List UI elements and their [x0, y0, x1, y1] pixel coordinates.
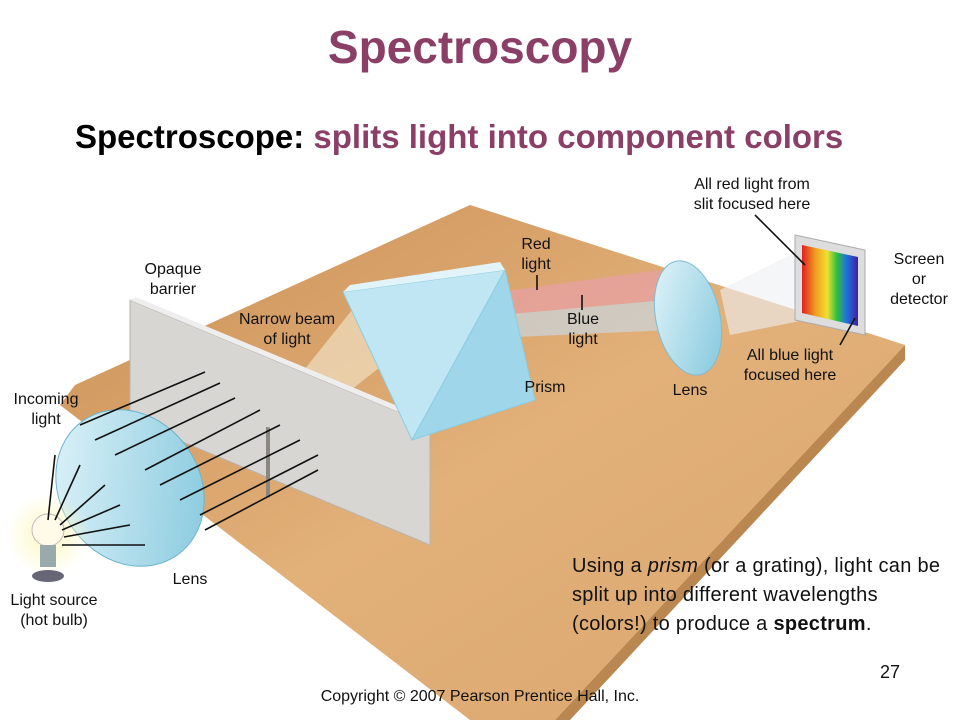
label-lens-right: Lens [672, 382, 708, 399]
label-opaque-barrier: Opaque barrier [145, 260, 202, 300]
explanation-paragraph: Using a prism (or a grating), light can … [572, 552, 952, 639]
subtitle: Spectroscope: splits light into componen… [75, 114, 875, 159]
text: (or a grating), light can be split up in… [572, 555, 941, 635]
slide-title: Spectroscopy [327, 21, 633, 73]
label-line: Narrow beam [238, 311, 336, 328]
copyright: Copyright © 2007 Pearson Prentice Hall, … [320, 688, 640, 705]
subtitle-definition: splits light into component colors [313, 118, 844, 155]
ray-arrows [47, 214, 856, 546]
label-line: All blue light [746, 347, 834, 364]
label-blue-light: Blue light [567, 310, 599, 350]
text: . [865, 613, 872, 635]
label-red-focus: All red light from slit focused here [694, 175, 811, 215]
label-light-source: Light source (hot bulb) [10, 591, 97, 631]
label-line: (hot bulb) [20, 612, 88, 629]
label-incoming-light: Incoming light [14, 390, 79, 430]
label-blue-focus: All blue light focused here [744, 346, 837, 386]
label-narrow-beam: Narrow beam of light [239, 310, 335, 350]
subtitle-term: Spectroscope: [75, 118, 305, 155]
label-line: Screen [893, 251, 945, 268]
label-line: of light [263, 331, 311, 348]
label-prism: Prism [524, 379, 566, 396]
label-red-light: Red light [521, 235, 550, 275]
text-italic: prism [647, 555, 699, 577]
label-screen: Screen or detector [890, 250, 948, 310]
text-bold: spectrum [773, 613, 866, 635]
label-line: detector [890, 291, 948, 308]
page-number: 27 [880, 662, 901, 682]
label-line: Blue [566, 311, 600, 328]
screen-detector [794, 234, 866, 336]
label-line: light [568, 331, 598, 348]
label-line: barrier [149, 281, 197, 298]
text: Using a [572, 555, 648, 577]
label-line: slit focused here [693, 196, 811, 213]
prism [342, 262, 536, 442]
label-line: Light source [10, 592, 98, 609]
slit [266, 426, 270, 498]
label-line: light [31, 411, 61, 428]
label-lens-left: Lens [172, 571, 208, 588]
label-line: Red [521, 236, 551, 253]
label-line: light [521, 256, 551, 273]
label-line: or [911, 271, 927, 288]
label-line: All red light from [694, 176, 810, 193]
light-bulb-icon [31, 513, 65, 582]
label-line: Incoming [13, 391, 79, 408]
label-line: Opaque [144, 261, 202, 278]
label-line: focused here [743, 367, 837, 384]
focusing-lens [653, 260, 723, 376]
